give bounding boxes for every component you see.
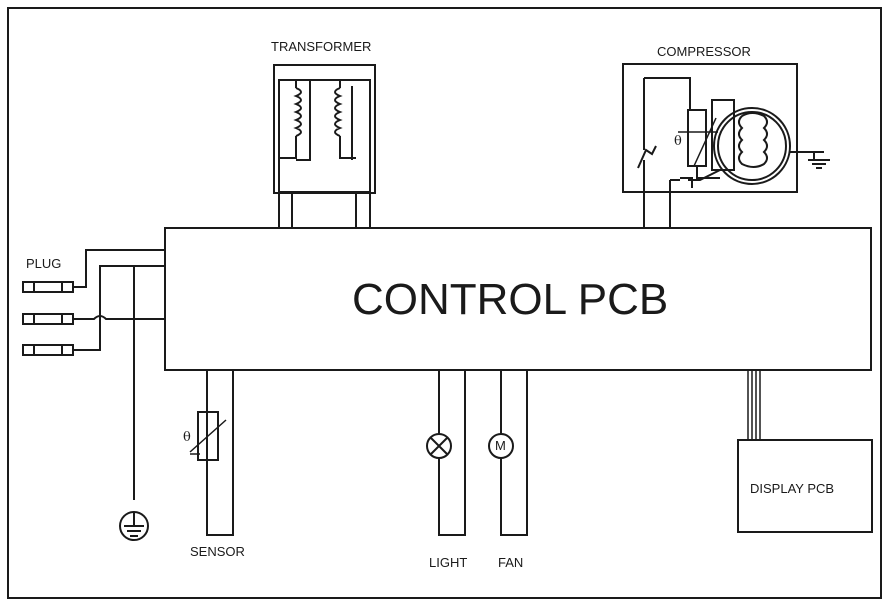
transformer (273, 64, 376, 228)
display-pcb (737, 370, 873, 533)
control-pcb-box (164, 227, 872, 371)
transformer-label: TRANSFORMER (271, 39, 372, 54)
plug (22, 249, 165, 541)
compressor (622, 63, 830, 228)
control-pcb-label: CONTROL PCB (352, 275, 669, 324)
fan (488, 370, 528, 536)
sensor-label: SENSOR (190, 544, 245, 559)
compressor-theta-label: θ (674, 134, 682, 149)
motor-symbol-label: M (495, 438, 506, 453)
sensor-theta-label: θ (183, 430, 191, 445)
light (426, 370, 466, 536)
sensor (189, 370, 234, 536)
diagram-frame (7, 7, 882, 599)
compressor-label: COMPRESSOR (657, 44, 751, 59)
light-label: LIGHT (429, 555, 468, 570)
plug-label: PLUG (26, 256, 62, 271)
fan-label: FAN (498, 555, 524, 570)
display-pcb-label: DISPLAY PCB (750, 481, 835, 496)
